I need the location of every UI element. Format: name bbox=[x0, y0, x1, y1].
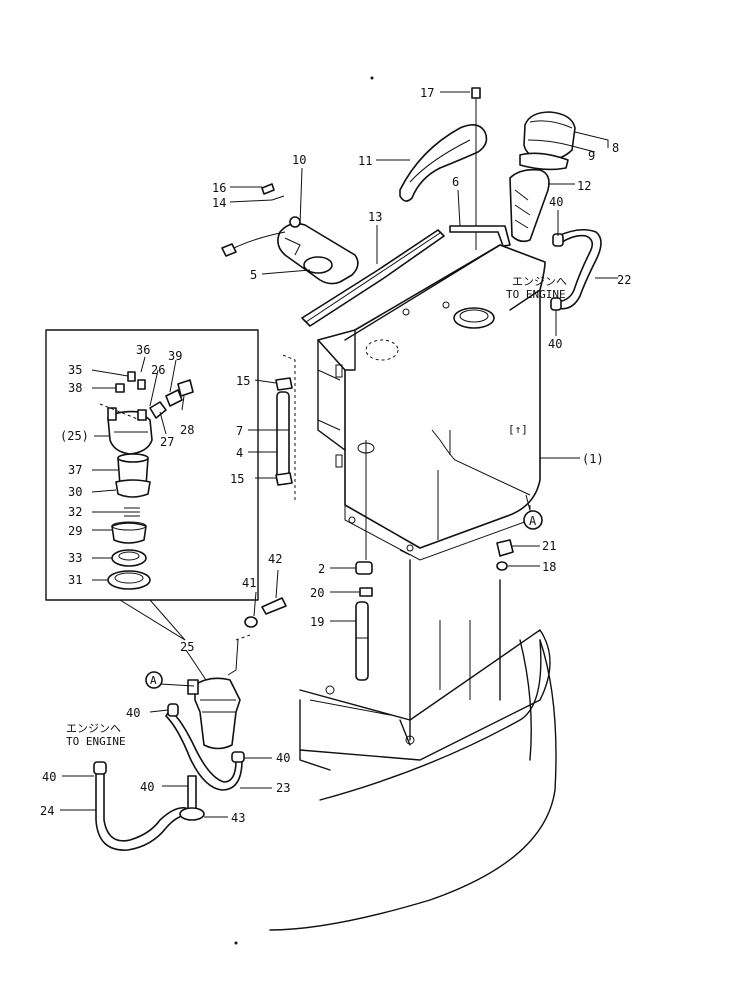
part-label: 33 bbox=[68, 551, 82, 565]
part-label: 27 bbox=[160, 435, 174, 449]
fuel-gauge-unit bbox=[221, 183, 359, 285]
part-label: 23 bbox=[276, 781, 290, 795]
fuel-hose-24 bbox=[93, 761, 205, 851]
engine-note-jp: エンジンへ bbox=[66, 722, 121, 735]
engine-note-left: エンジンへ TO ENGINE bbox=[66, 722, 126, 748]
svg-text:[↑]: [↑] bbox=[508, 423, 528, 436]
part-label: 42 bbox=[268, 552, 282, 566]
part-label: 40 bbox=[140, 780, 154, 794]
part-label: 30 bbox=[68, 485, 82, 499]
ref-mark-a-text: A bbox=[150, 674, 157, 687]
part-label: 31 bbox=[68, 573, 82, 587]
drain-hose-upper bbox=[275, 354, 296, 500]
part-label: 35 bbox=[68, 363, 82, 377]
part-label: 11 bbox=[358, 154, 372, 168]
part-label: 17 bbox=[420, 86, 434, 100]
filter-inset bbox=[45, 329, 259, 641]
leader-lines bbox=[60, 91, 618, 818]
fuel-hose-22 bbox=[550, 228, 602, 311]
part-label: 20 bbox=[310, 586, 324, 600]
part-label: 29 bbox=[68, 524, 82, 538]
part-label: 13 bbox=[368, 210, 382, 224]
breather-pipe bbox=[449, 225, 511, 247]
part-label: 2 bbox=[318, 562, 325, 576]
part-label: 37 bbox=[68, 463, 82, 477]
part-label: 32 bbox=[68, 505, 82, 519]
part-label: 40 bbox=[276, 751, 290, 765]
part-label: 15 bbox=[236, 374, 250, 388]
part-label: 41 bbox=[242, 576, 256, 590]
part-label: 10 bbox=[292, 153, 306, 167]
part-label: (1) bbox=[582, 452, 604, 466]
tank-cover bbox=[301, 229, 445, 327]
part-label: 25 bbox=[180, 640, 194, 654]
part-label: 18 bbox=[542, 560, 556, 574]
part-label: 36 bbox=[136, 343, 150, 357]
filler-cap-assembly bbox=[509, 111, 576, 243]
part-label: 40 bbox=[549, 195, 563, 209]
part-label: 15 bbox=[230, 472, 244, 486]
part-label: 12 bbox=[577, 179, 591, 193]
part-label: 39 bbox=[168, 349, 182, 363]
part-label: 8 bbox=[612, 141, 619, 155]
part-label: (25) bbox=[60, 429, 89, 443]
part-label: 4 bbox=[236, 446, 243, 460]
part-label: 21 bbox=[542, 539, 556, 553]
reference-mark-a-right: A bbox=[523, 510, 543, 530]
part-label: 26 bbox=[151, 363, 165, 377]
fuel-hose-23 bbox=[165, 703, 245, 791]
part-label: 40 bbox=[42, 770, 56, 784]
part-labels: 17 8 9 10 11 12 6 16 14 40 13 5 22 40 15… bbox=[40, 86, 631, 825]
part-label: 5 bbox=[250, 268, 257, 282]
drain-valve-assembly bbox=[355, 440, 375, 681]
part-label: 40 bbox=[548, 337, 562, 351]
part-label: 24 bbox=[40, 804, 54, 818]
part-label: 38 bbox=[68, 381, 82, 395]
ref-mark-a-text: A bbox=[529, 514, 537, 528]
part-label: 16 bbox=[212, 181, 226, 195]
part-label: 6 bbox=[452, 175, 459, 189]
engine-note-en: TO ENGINE bbox=[506, 288, 566, 301]
part-label: 40 bbox=[126, 706, 140, 720]
part-label: 28 bbox=[180, 423, 194, 437]
tank-handle bbox=[399, 87, 488, 250]
engine-note-jp: エンジンへ bbox=[512, 275, 567, 288]
part-label: 19 bbox=[310, 615, 324, 629]
part-label: 7 bbox=[236, 424, 243, 438]
fuel-tank: [↑] bbox=[317, 244, 546, 561]
frame-structure bbox=[269, 559, 557, 931]
part-label: 9 bbox=[588, 149, 595, 163]
part-label: 22 bbox=[617, 273, 631, 287]
engine-note-en: TO ENGINE bbox=[66, 735, 126, 748]
drain-plug bbox=[496, 539, 514, 571]
part-label: 14 bbox=[212, 196, 226, 210]
engine-note-right: エンジンへ TO ENGINE bbox=[506, 275, 567, 301]
part-label: 43 bbox=[231, 811, 245, 825]
fuel-filter-assembly bbox=[187, 597, 287, 750]
reference-mark-a-left: A bbox=[145, 671, 163, 689]
